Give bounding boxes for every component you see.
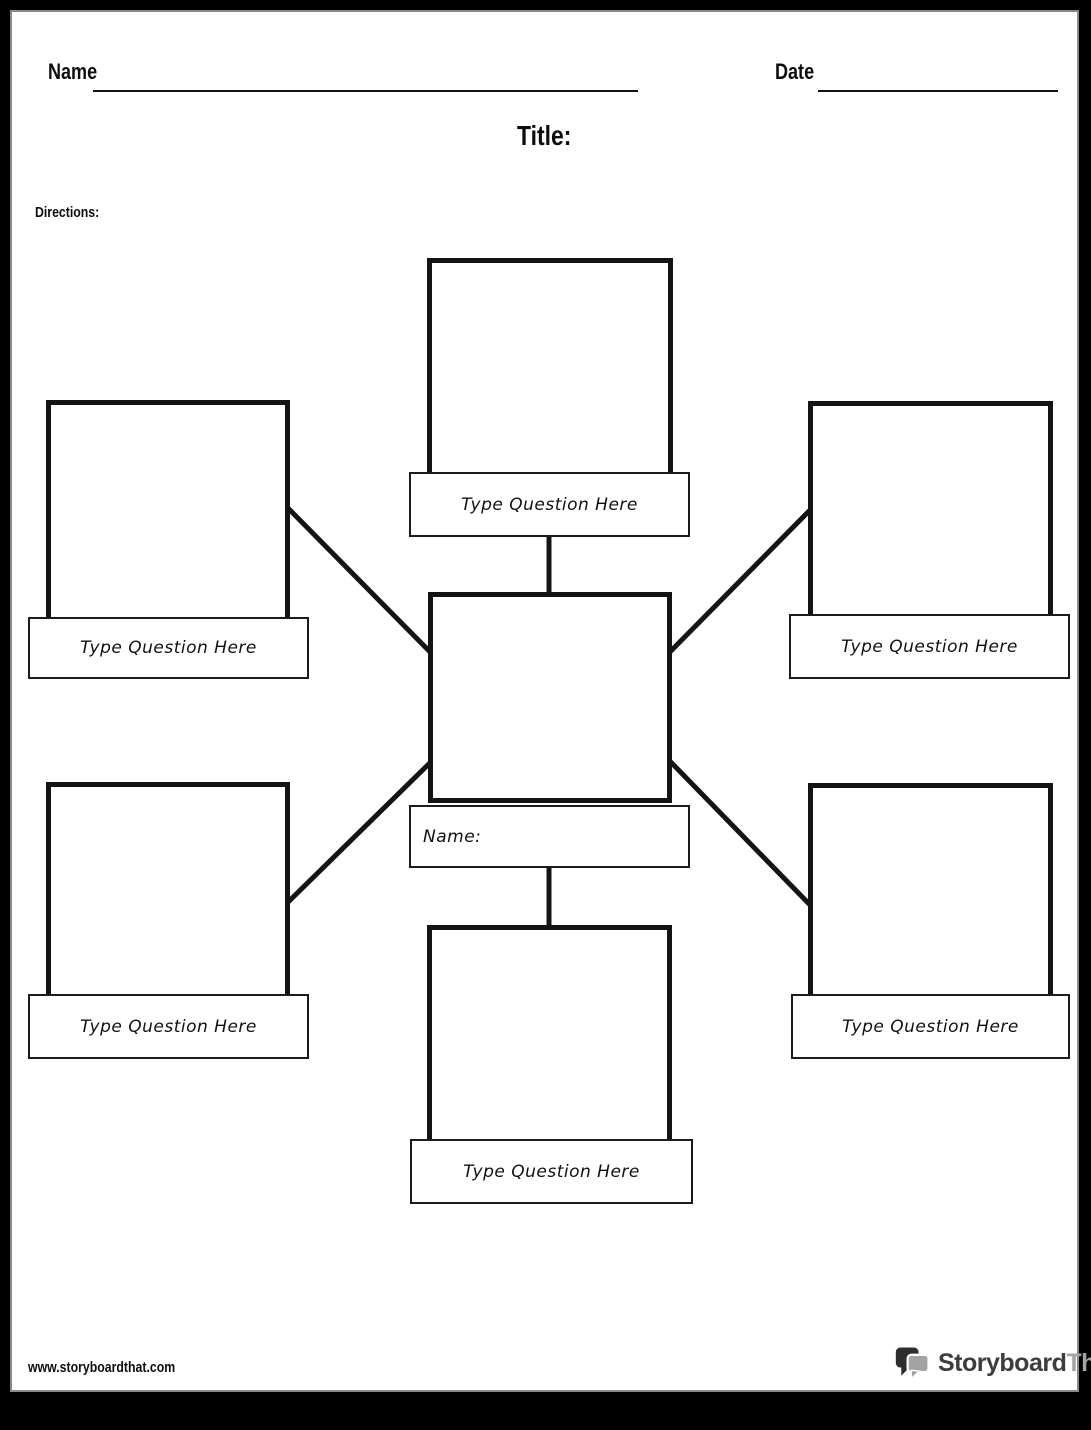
footer-url: www.storyboardthat.com <box>28 1359 176 1376</box>
directions-label: Directions: <box>35 204 100 221</box>
center-name-label[interactable]: Name: <box>409 805 690 868</box>
worksheet-page: Name Date Title: Directions: Type Questi… <box>10 10 1091 1392</box>
connector-lines <box>278 498 817 930</box>
question-label-top-right[interactable]: Type Question Here <box>789 614 1070 679</box>
question-label-bottom-right[interactable]: Type Question Here <box>791 994 1070 1059</box>
question-label-bottom[interactable]: Type Question Here <box>410 1139 693 1204</box>
question-text: Type Question Here <box>841 636 1018 657</box>
cell-top[interactable] <box>427 258 673 496</box>
question-label-top[interactable]: Type Question Here <box>409 472 690 537</box>
cell-bottom[interactable] <box>427 925 672 1151</box>
question-text: Type Question Here <box>80 1016 257 1037</box>
logo-that-text: That <box>1066 1348 1091 1377</box>
date-fill-in-line[interactable] <box>818 48 1058 92</box>
logo-wordmark: StoryboardThat <box>938 1349 1091 1378</box>
name-fill-in-line[interactable] <box>93 48 638 92</box>
question-text: Type Question Here <box>842 1016 1019 1037</box>
question-label-top-left[interactable]: Type Question Here <box>28 617 309 679</box>
cell-bottom-left[interactable] <box>46 782 290 1006</box>
page-title-text: Title: <box>517 120 572 151</box>
speech-bubbles-icon <box>894 1343 934 1383</box>
storyboardthat-logo: StoryboardThat <box>894 1343 1091 1383</box>
question-text: Type Question Here <box>463 1161 640 1182</box>
question-text: Type Question Here <box>461 494 638 515</box>
center-name-text: Name: <box>423 826 482 847</box>
logo-storyboard-text: Storyboard <box>938 1348 1067 1377</box>
cell-center[interactable] <box>428 592 672 803</box>
question-label-bottom-left[interactable]: Type Question Here <box>28 994 309 1059</box>
cell-bottom-right[interactable] <box>808 783 1053 1006</box>
question-text: Type Question Here <box>80 638 257 658</box>
name-label: Name <box>48 59 98 84</box>
page-title: Title: <box>12 120 1077 152</box>
date-label: Date <box>775 59 815 84</box>
cell-top-right[interactable] <box>808 401 1053 626</box>
cell-top-left[interactable] <box>46 400 290 629</box>
